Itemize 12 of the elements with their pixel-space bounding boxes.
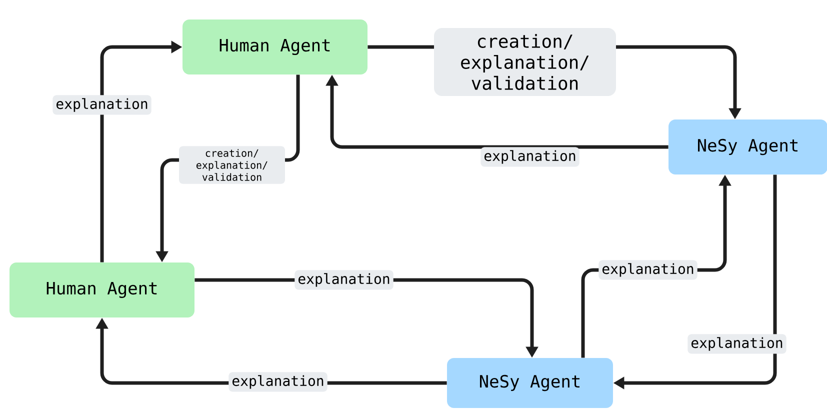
edge-label: explanation <box>598 260 698 280</box>
edge-label: explanation <box>294 270 394 290</box>
agent-box: Human Agent <box>10 262 194 318</box>
edge-label: explanation <box>52 95 152 115</box>
edge-label: explanation <box>480 147 580 167</box>
agent-box: NeSy Agent <box>447 358 613 408</box>
edge-label: creation/ explanation/ validation <box>434 28 616 96</box>
agent-box: NeSy Agent <box>668 120 827 174</box>
edge-label: creation/ explanation/ validation <box>179 146 285 184</box>
edge-label: explanation <box>228 372 328 392</box>
agent-box: Human Agent <box>182 20 368 74</box>
edge-label: explanation <box>688 334 786 354</box>
